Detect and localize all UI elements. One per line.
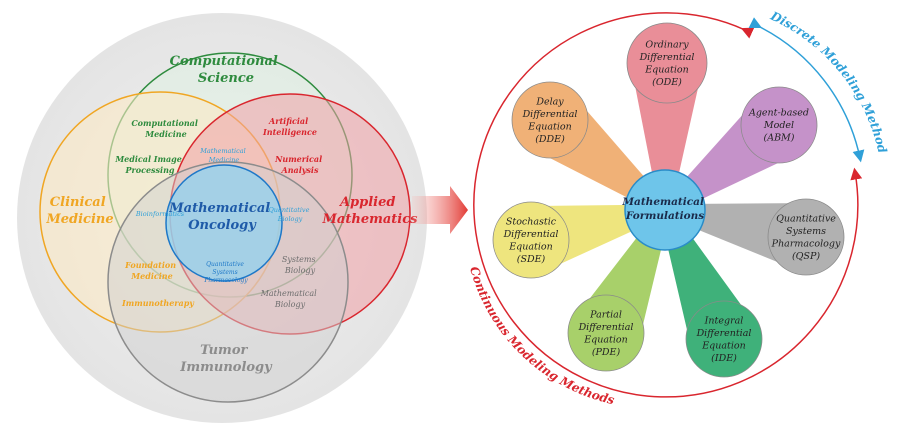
label-ide-line: (IDE) <box>711 353 737 364</box>
label-artificial-intelligence: Artificial Intelligence <box>262 116 317 137</box>
label-numerical-analysis: Numerical Analysis <box>274 154 325 175</box>
watermark: 大数跨境 <box>9 395 102 413</box>
label-ode-line: (ODE) <box>652 77 682 88</box>
label-tumor-immunology: Tumor Immunology <box>179 343 273 375</box>
label-qsp-line: Quantitative <box>776 213 836 224</box>
circle-mathematical-oncology <box>165 164 283 282</box>
label-ide-line: Integral <box>704 315 744 326</box>
discrete-cycle-arc <box>748 17 865 163</box>
center-node <box>624 169 706 251</box>
label-applied-mathematics: Applied Mathematics <box>322 195 419 227</box>
continuous-cycle-arc <box>473 12 863 398</box>
label-pde-line: Partial <box>589 309 622 320</box>
node-sde <box>492 201 570 279</box>
label-ode-line: Ordinary <box>645 39 689 50</box>
label-ode-line: Differential <box>639 52 695 63</box>
label-mathematical-biology: Mathematical Biology <box>260 289 320 309</box>
label-dde-line: Delay <box>535 96 564 107</box>
label-mathematical-oncology: Mathematical Oncology <box>168 201 274 233</box>
label-abm-line: Agent-based <box>748 108 809 119</box>
label-sde-line: (SDE) <box>517 254 546 265</box>
label-qsp-line: (QSP) <box>792 251 820 262</box>
label-ide-line: Equation <box>701 340 746 351</box>
venn-diagram: Computational Science Clinical Medicine … <box>17 13 427 423</box>
label-ode-line: Equation <box>644 64 689 75</box>
node-qsp <box>767 198 845 276</box>
label-quantitative-biology: Quantitative Biology <box>268 206 311 223</box>
label-medical-image-processing: Medical Image Processing <box>114 154 184 175</box>
label-pde-line: (PDE) <box>592 347 621 358</box>
label-immunotherapy: Immunotherapy <box>121 298 195 308</box>
node-ode <box>626 22 708 104</box>
label-pde-line: Differential <box>578 322 634 333</box>
label-bioinformatics: Bioinformatics <box>135 210 185 218</box>
label-clinical-medicine: Clinical Medicine <box>45 195 113 227</box>
label-qsp-line: Systems <box>786 226 826 237</box>
node-dde <box>511 81 589 159</box>
label-ide-line: Differential <box>696 328 752 339</box>
label-quantitative-systems-pharmacology: Quantitative Systems Pharmacology <box>203 261 248 284</box>
label-dde-line: Equation <box>527 121 572 132</box>
label-sde-line: Differential <box>503 229 559 240</box>
connector-arrow <box>412 186 468 234</box>
stem-ode <box>632 74 701 181</box>
label-systems-biology: Systems Biology <box>282 255 318 275</box>
label-qsp-line: Pharmacology <box>771 238 841 249</box>
node-pde <box>567 294 645 372</box>
label-dde-line: (DDE) <box>535 134 565 145</box>
label-mathematical-formulations: Mathematical Formulations <box>621 196 707 222</box>
label-pde-line: Equation <box>583 334 628 345</box>
label-foundation-medicine: Foundation Medicine <box>124 260 179 281</box>
label-abm-line: Model <box>763 120 794 131</box>
watermark-text: 大数跨境 <box>42 395 102 413</box>
watermark-logo-icon <box>9 395 37 413</box>
label-mathematical-medicine: Mathematical Medicine <box>199 147 248 164</box>
label-dde-line: Differential <box>522 109 578 120</box>
node-ide <box>685 300 763 378</box>
node-abm <box>740 86 818 164</box>
label-computational-science: Computational Science <box>170 54 283 86</box>
label-computational-medicine: Computational Medicine <box>131 118 200 139</box>
label-abm-line: (ABM) <box>764 133 795 144</box>
label-sde-line: Equation <box>508 241 553 252</box>
label-sde-line: Stochastic <box>506 216 557 227</box>
